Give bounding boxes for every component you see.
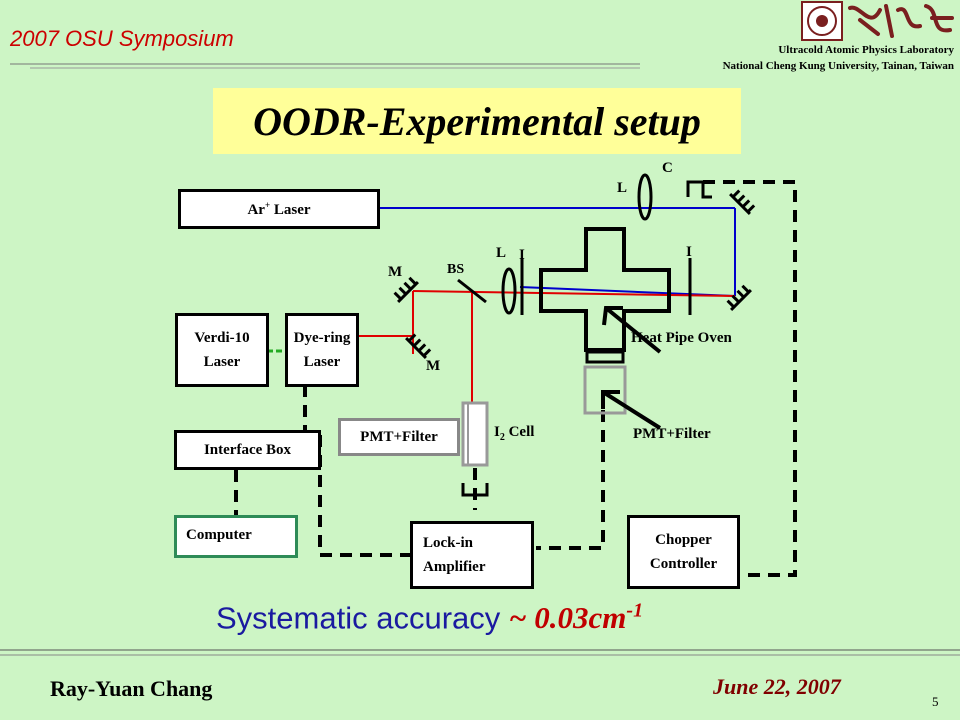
beam-splitter xyxy=(457,278,487,304)
pmt-right-box xyxy=(583,365,627,415)
title-background xyxy=(213,88,741,154)
lock-in-amplifier-box: Lock-in Amplifier xyxy=(410,521,534,589)
interface-label: Interface Box xyxy=(203,441,292,458)
ar-laser-box: Ar+ Laser xyxy=(178,189,380,229)
chopper-label-line2: Controller xyxy=(649,556,718,572)
i2-cell-label: I2 Cell xyxy=(494,424,535,443)
lens-top xyxy=(637,173,653,221)
heat-pipe-oven-label: Heat Pipe Oven xyxy=(631,330,732,346)
interface-box: Interface Box xyxy=(174,430,321,470)
university-logo xyxy=(801,1,954,41)
blue-beam xyxy=(380,207,736,297)
university-name: National Cheng Kung University, Tainan, … xyxy=(722,60,954,72)
page-number: 5 xyxy=(932,694,939,709)
pmt-left-label: PMT+Filter xyxy=(360,428,438,445)
lockin-label-line2: Amplifier xyxy=(423,559,486,575)
beam-splitter-label: BS xyxy=(447,262,465,277)
chopper-label-line1: Chopper xyxy=(655,532,712,548)
iris-right-label: I xyxy=(686,244,692,260)
i2-cell xyxy=(461,401,489,467)
verdi-label-line1: Verdi-10 xyxy=(194,330,250,346)
accuracy-text: Systematic accuracy xyxy=(216,600,509,636)
pmt-filter-left-box: PMT+Filter xyxy=(338,418,460,456)
lens-mid-label: L xyxy=(496,245,507,261)
presentation-date: June 22, 2007 xyxy=(713,674,841,699)
presenter-name: Ray-Yuan Chang xyxy=(50,676,213,701)
chopper-symbol xyxy=(686,180,712,199)
chopper-c-label: C xyxy=(662,160,673,176)
ar-laser-label: Ar+ Laser xyxy=(247,199,311,218)
lab-name: Ultracold Atomic Physics Laboratory xyxy=(778,44,954,56)
oven-window xyxy=(585,350,625,364)
accuracy-value: ~ 0.03cm-1 xyxy=(508,600,644,636)
verdi-label-line2: Laser xyxy=(203,354,241,370)
conference-title: 2007 OSU Symposium xyxy=(10,26,234,51)
lockin-label-line1: Lock-in xyxy=(423,535,474,551)
dye-label-line2: Laser xyxy=(303,354,341,370)
computer-box: Computer xyxy=(174,515,298,558)
pmt-right-label: PMT+Filter xyxy=(633,426,711,442)
pointer-arrows xyxy=(601,306,662,430)
chopper-controller-box: Chopper Controller xyxy=(627,515,740,589)
accuracy-statement: Systematic accuracy ~ 0.03cm-1 xyxy=(216,600,643,636)
verdi-laser-box: Verdi-10 Laser xyxy=(175,313,269,387)
dye-ring-laser-box: Dye-ring Laser xyxy=(285,313,359,387)
mirror-top-label: M xyxy=(388,264,403,280)
slide-title: OODR-Experimental setup xyxy=(253,99,701,144)
signal-cables xyxy=(234,180,797,577)
lens-top-label: L xyxy=(617,180,628,196)
red-beam xyxy=(357,290,736,405)
dye-label-line1: Dye-ring xyxy=(293,330,351,346)
heat-pipe-oven xyxy=(539,227,671,352)
mirrors xyxy=(393,189,756,359)
mirror-bottom-label: M xyxy=(426,358,441,374)
lens-mid xyxy=(501,267,517,315)
iris-left-label: I xyxy=(519,247,525,263)
computer-label: Computer xyxy=(186,527,252,543)
